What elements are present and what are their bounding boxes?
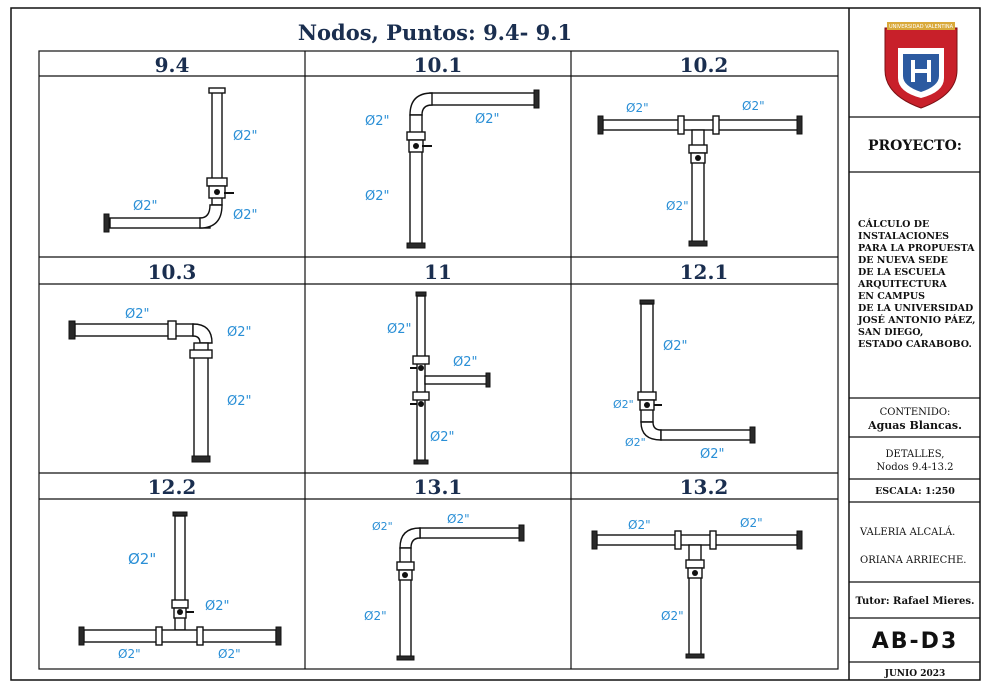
cell-label-10-1: 10.1 [414, 53, 463, 77]
project-label: PROYECTO: [868, 138, 962, 154]
dim-12-1-d: Ø2" [700, 447, 724, 462]
pipe-node-13-1 [396, 524, 525, 661]
sheet-code: AB-D3 [872, 629, 959, 654]
project-line: ARQUITECTURA [857, 279, 947, 290]
contenido-label: CONTENIDO: [880, 407, 951, 418]
contenido-value: Aguas Blancas. [867, 419, 962, 432]
cell-label-10-2: 10.2 [680, 53, 729, 77]
sheet-frame [10, 7, 981, 681]
project-line: CÁLCULO DE [858, 218, 929, 230]
dim-12-2-c: Ø2" [118, 647, 141, 661]
dim-10-3-a: Ø2" [125, 307, 149, 322]
cell-label-12-2: 12.2 [148, 475, 197, 499]
main-title: Nodos, Puntos: 9.4- 9.1 [298, 20, 572, 45]
project-line: EN CAMPUS [858, 291, 925, 302]
pipe-node-10-2 [597, 115, 803, 247]
project-line: ESTADO CARABOBO. [858, 339, 972, 350]
pipe-node-12-1 [637, 299, 756, 444]
pipe-node-9-4 [103, 87, 234, 233]
pipe-node-10-3 [68, 320, 213, 463]
dim-10-1-a: Ø2" [365, 114, 389, 129]
author-2: ORIANA ARRIECHE. [860, 555, 966, 566]
cell-label-10-3: 10.3 [148, 260, 197, 284]
project-line: SAN DIEGO, [858, 327, 923, 338]
dim-13-2-a: Ø2" [628, 518, 651, 532]
dim-13-1-b: Ø2" [447, 512, 470, 526]
dim-12-2-d: Ø2" [218, 647, 241, 661]
dim-11-a: Ø2" [387, 322, 411, 337]
project-line: PARA LA PROPUESTA [858, 243, 975, 254]
university-logo: UNIVERSIDAD VALENTINA [884, 22, 958, 109]
dim-12-2-b: Ø2" [205, 599, 229, 614]
project-line: JOSÉ ANTONIO PÁEZ, [857, 314, 975, 326]
escala: ESCALA: 1:250 [875, 486, 955, 497]
dim-9-4-c: Ø2" [233, 208, 257, 223]
dim-11-b: Ø2" [453, 355, 477, 370]
cell-label-13-1: 13.1 [414, 475, 463, 499]
dim-10-3-c: Ø2" [227, 394, 251, 409]
pipe-node-10-1 [406, 89, 540, 249]
dim-10-1-c: Ø2" [365, 189, 389, 204]
detail-grid [38, 50, 839, 670]
project-line: DE LA UNIVERSIDAD [858, 303, 973, 314]
cell-label-13-2: 13.2 [680, 475, 729, 499]
dim-12-2-a: Ø2" [128, 550, 156, 568]
cell-label-12-1: 12.1 [680, 260, 729, 284]
dim-10-2-a: Ø2" [626, 101, 649, 115]
tutor: Tutor: Rafael Mieres. [856, 596, 975, 607]
pipe-node-11 [410, 291, 491, 465]
project-description: CÁLCULO DE INSTALACIONES PARA LA PROPUES… [857, 218, 975, 350]
dim-12-1-a: Ø2" [663, 339, 687, 354]
detalles-value: Nodos 9.4-13.2 [876, 462, 953, 473]
dim-13-1-a: Ø2" [372, 520, 393, 533]
dim-13-2-c: Ø2" [661, 609, 684, 623]
dim-9-4-a: Ø2" [233, 129, 257, 144]
dim-12-1-b: Ø2" [613, 398, 634, 411]
project-line: DE NUEVA SEDE [858, 255, 948, 266]
logo-text: UNIVERSIDAD VALENTINA [889, 24, 954, 30]
detalles-label: DETALLES, [886, 449, 945, 460]
title-block [849, 116, 980, 663]
dim-12-1-c: Ø2" [625, 436, 646, 449]
date: JUNIO 2023 [884, 669, 946, 679]
project-line: DE LA ESCUELA [858, 267, 946, 278]
author-1: VALERIA ALCALÁ. [859, 526, 955, 538]
pipe-node-13-2 [591, 530, 803, 659]
project-line: INSTALACIONES [858, 231, 949, 242]
cell-label-11: 11 [424, 260, 452, 284]
dim-10-2-c: Ø2" [666, 199, 689, 213]
dim-11-c: Ø2" [430, 430, 454, 445]
dim-10-2-b: Ø2" [742, 99, 765, 113]
pipe-node-12-2 [78, 511, 282, 646]
dim-13-2-b: Ø2" [740, 516, 763, 530]
dim-13-1-c: Ø2" [364, 609, 387, 623]
dim-10-3-b: Ø2" [227, 325, 251, 340]
dim-10-1-b: Ø2" [475, 112, 499, 127]
cell-label-9-4: 9.4 [155, 53, 190, 77]
dim-9-4-b: Ø2" [133, 199, 157, 214]
cell-headers: 9.4 10.1 10.2 10.3 11 12.1 12.2 13.1 13.… [148, 53, 729, 499]
